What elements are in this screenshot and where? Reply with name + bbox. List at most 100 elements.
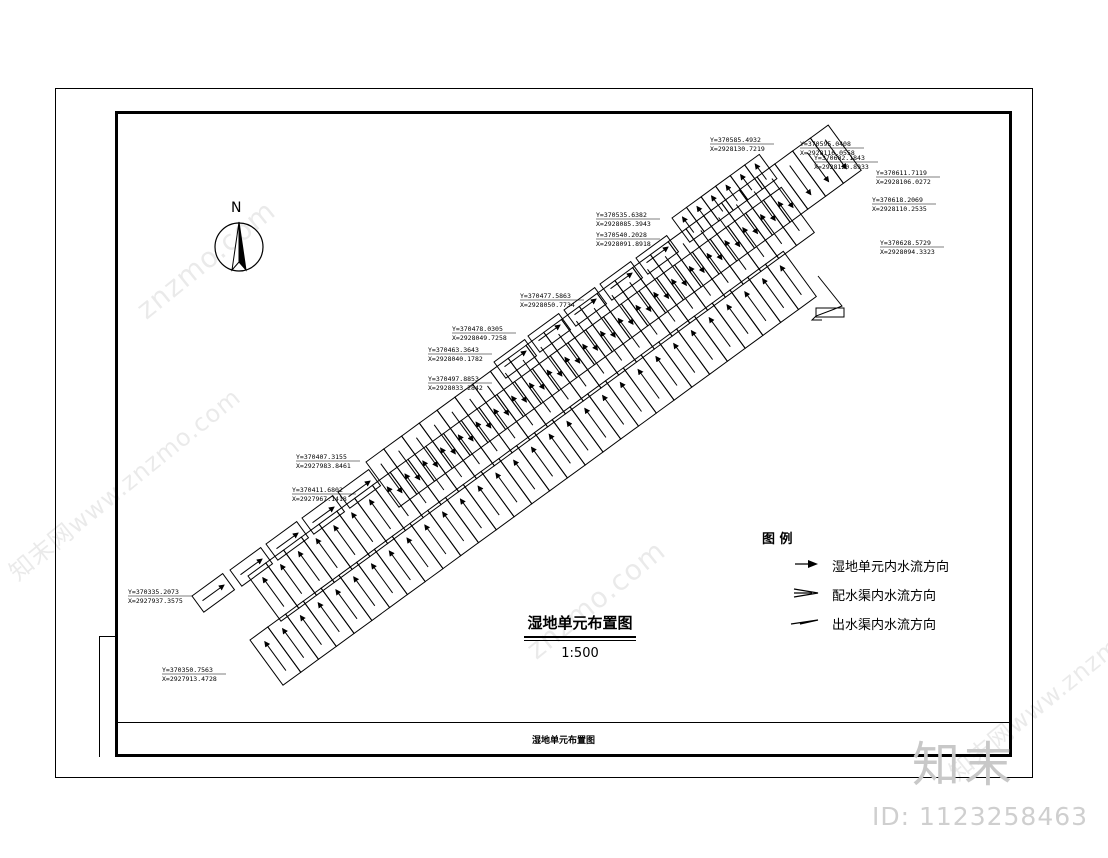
flow-arrow-icon — [477, 485, 500, 516]
north-arrow-icon — [214, 221, 264, 272]
distribution-channel-group — [191, 234, 680, 613]
flow-arrow-icon — [540, 346, 563, 377]
flow-arrow-icon — [653, 291, 676, 322]
flow-arrow-icon — [611, 294, 634, 326]
flow-arrow-icon — [710, 195, 724, 212]
flow-arrow-icon — [440, 447, 463, 478]
flow-arrow-icon — [726, 303, 749, 334]
coordinate-y-label: Y=370618.2069 — [872, 196, 923, 204]
flow-arrow-icon — [469, 398, 492, 429]
coordinate-labels-group: Y=370585.4932X=2928130.7219Y=370595.0408… — [128, 136, 944, 683]
coordinate-x-label: X=2928085.3943 — [596, 220, 651, 228]
drawing-scale: 1:500 — [561, 646, 599, 661]
flow-arrow-icon — [664, 256, 687, 287]
distribution-box — [265, 520, 310, 561]
flow-arrow-icon — [789, 165, 812, 196]
wetland-cell — [744, 153, 778, 190]
coordinate-x-label: X=2927983.8461 — [296, 462, 351, 470]
flow-arrow-icon — [725, 184, 738, 202]
flow-arrow-icon — [740, 173, 753, 191]
flow-arrow-icon — [424, 524, 447, 555]
image-id-label: ID: 1123258463 — [872, 802, 1089, 831]
flow-arrow-icon — [637, 368, 660, 399]
flow-arrow-icon — [368, 499, 392, 530]
flow-arrow-icon — [706, 252, 729, 283]
flow-arrow-icon — [574, 298, 597, 316]
flow-arrow-icon — [528, 382, 552, 413]
coordinate-y-label: Y=370335.2073 — [128, 588, 179, 596]
flow-arrow-icon — [493, 408, 516, 439]
flow-arrow-icon — [646, 246, 669, 264]
flow-arrow-icon — [700, 230, 723, 261]
flow-arrow-icon — [380, 463, 403, 494]
flow-arrow-icon — [404, 473, 427, 504]
distribution-box — [563, 286, 608, 327]
coordinate-y-label: Y=370477.5863 — [520, 292, 571, 300]
flow-arrow-icon — [600, 330, 623, 361]
flow-arrow-icon — [433, 424, 456, 455]
coordinate-x-label: X=2928120.8933 — [814, 163, 869, 171]
flow-arrow-icon — [602, 394, 625, 425]
outlet-box — [815, 307, 845, 318]
flow-arrow-icon — [681, 216, 695, 233]
coordinate-x-label: X=2928050.7734 — [520, 301, 575, 309]
flow-arrow-icon — [779, 265, 802, 296]
flow-arrow-icon — [504, 350, 527, 368]
drawing-frame — [115, 111, 1012, 757]
flow-arrow-icon — [457, 434, 480, 465]
flow-arrow-icon — [754, 163, 767, 180]
north-label: N — [231, 200, 242, 216]
coordinate-x-label: X=2927937.3575 — [128, 597, 183, 605]
coordinate-x-label: X=2928040.1782 — [428, 355, 483, 363]
flow-arrow-icon — [415, 437, 439, 468]
flow-arrow-icon — [548, 433, 571, 464]
coordinate-y-label: Y=370595.0408 — [800, 140, 851, 148]
flow-arrow-icon — [582, 343, 605, 374]
flow-arrow-icon — [513, 459, 536, 490]
coordinate-y-label: Y=370407.3155 — [296, 453, 347, 461]
flow-arrow-icon — [451, 411, 474, 442]
title-underline-thin — [524, 640, 636, 641]
coordinate-x-label: X=2927967.1418 — [292, 495, 347, 503]
flow-arrow-icon — [671, 278, 694, 309]
flow-arrow-icon — [584, 407, 607, 438]
flow-arrow-icon — [299, 614, 322, 645]
title-strip-text: 湿地单元布置图 — [531, 736, 595, 746]
distribution-box — [337, 468, 382, 509]
flow-arrow-icon — [564, 356, 587, 387]
flow-arrow-icon — [824, 139, 847, 170]
legend-item-label: 出水渠内水流方向 — [832, 618, 937, 633]
coordinate-x-label: X=2928106.0272 — [876, 178, 931, 186]
flow-arrow-icon — [744, 290, 767, 322]
coordinate-y-label: Y=370628.5729 — [880, 239, 931, 247]
legend-chevron-arrow-icon — [793, 588, 819, 598]
coordinate-x-label: X=2928033.2842 — [428, 384, 483, 392]
distribution-box — [191, 572, 236, 613]
distribution-box — [229, 546, 274, 587]
flow-arrow-icon — [522, 359, 545, 390]
flow-arrow-icon — [718, 217, 741, 248]
flow-arrow-icon — [280, 563, 303, 594]
flow-arrow-icon — [647, 269, 670, 300]
flow-arrow-icon — [495, 472, 518, 503]
flow-arrow-icon — [333, 524, 356, 556]
flow-arrow-icon — [742, 226, 765, 258]
flow-arrow-icon — [610, 272, 633, 290]
flow-arrow-icon — [422, 460, 445, 491]
title-underline — [524, 636, 636, 638]
flow-arrow-icon — [240, 558, 263, 576]
flow-arrow-icon — [530, 446, 554, 477]
coordinate-x-label: X=2928049.7258 — [452, 334, 507, 342]
flow-arrow-icon — [724, 239, 747, 270]
flow-arrow-icon — [504, 372, 527, 403]
distribution-box — [527, 312, 572, 353]
flow-arrow-icon — [386, 486, 409, 517]
legend-item-label: 配水渠内水流方向 — [832, 589, 937, 604]
title-strip: 湿地单元布置图 — [118, 722, 1009, 754]
wetland-cell — [764, 250, 817, 311]
flow-arrow-icon — [351, 512, 374, 543]
flow-arrow-icon — [735, 204, 759, 235]
coordinate-y-label: Y=370602.1843 — [814, 154, 865, 162]
coordinate-y-label: Y=370540.2028 — [596, 231, 647, 239]
legend-half-arrow-icon — [790, 619, 819, 625]
